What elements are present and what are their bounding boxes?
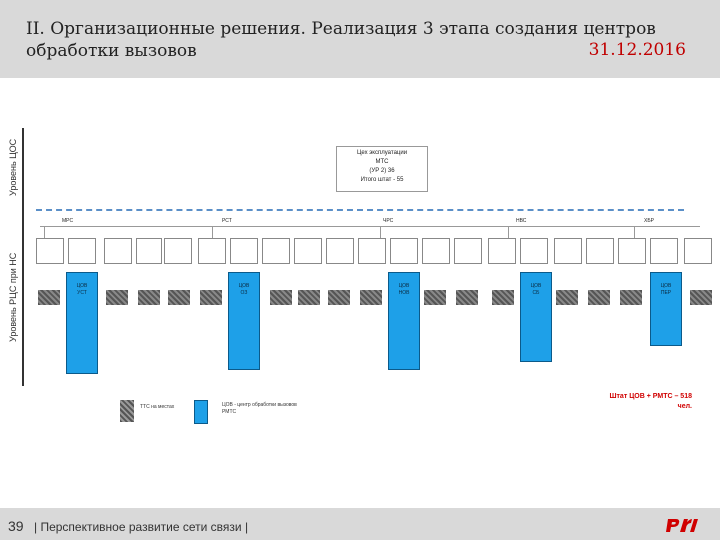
level-divider (36, 209, 684, 211)
cov-column: ЦОВ ОЗ (228, 272, 260, 370)
cov-sublabel: НОВ (398, 290, 410, 296)
unit-box (36, 238, 64, 264)
connector (634, 226, 635, 240)
unit-box (422, 238, 450, 264)
unit-box (618, 238, 646, 264)
region-label: ХБР (644, 218, 654, 224)
level-axis (22, 128, 24, 386)
tts-box (138, 290, 160, 305)
unit-box (390, 238, 418, 264)
unit-box (684, 238, 712, 264)
unit-box (650, 238, 678, 264)
cov-sublabel: СБ (532, 290, 540, 296)
center-line: (УР 2) 36 (369, 168, 395, 174)
tts-box (328, 290, 350, 305)
unit-box (198, 238, 226, 264)
tts-box (690, 290, 712, 305)
connector (212, 226, 213, 240)
unit-box (454, 238, 482, 264)
center-box: Цех эксплуатации МТС (УР 2) 36 Итого шта… (336, 146, 428, 192)
staff-note: Штат ЦОВ + РМТС – 518 чел. (609, 393, 692, 410)
cov-label: ЦОВ (398, 283, 410, 289)
cov-sublabel: УСТ (77, 290, 87, 296)
page-number: 39 (8, 518, 24, 534)
cov-label: ЦОВ (660, 283, 672, 289)
cov-column: ЦОВ ПЕР (650, 272, 682, 346)
connector (508, 226, 509, 240)
unit-box (520, 238, 548, 264)
page-title: II. Организационные решения. Реализация … (26, 19, 656, 61)
cov-column: ЦОВ УСТ (66, 272, 98, 374)
unit-box (358, 238, 386, 264)
tts-box (424, 290, 446, 305)
cov-sublabel: ПЕР (660, 290, 672, 296)
cov-label: ЦОВ (238, 283, 250, 289)
tts-box (168, 290, 190, 305)
tts-box (456, 290, 478, 305)
cov-column: ЦОВ СБ (520, 272, 552, 362)
region-label: МРС (62, 218, 74, 224)
connector (380, 226, 381, 240)
region-label: РСТ (222, 218, 232, 224)
unit-box (68, 238, 96, 264)
tts-box (38, 290, 60, 305)
unit-box (262, 238, 290, 264)
unit-box (164, 238, 192, 264)
footer-bar: 39 | Перспективное развитие сети связи | (0, 508, 720, 540)
tts-box (200, 290, 222, 305)
legend-grey-text: ТТС на местах (140, 404, 175, 410)
region-label: НВС (516, 218, 527, 224)
unit-box (488, 238, 516, 264)
footer-text: | Перспективное развитие сети связи | (34, 520, 249, 534)
tts-box (492, 290, 514, 305)
tts-box (556, 290, 578, 305)
legend-blue-swatch (194, 400, 208, 424)
connector (44, 226, 45, 240)
unit-box (230, 238, 258, 264)
center-line: Итого штат - 55 (360, 177, 404, 183)
header-bar: II. Организационные решения. Реализация … (0, 0, 720, 78)
cov-label: ЦОВ (530, 283, 542, 289)
legend-grey-swatch (120, 400, 134, 422)
unit-box (104, 238, 132, 264)
unit-box (136, 238, 162, 264)
tts-box (620, 290, 642, 305)
regions-line (40, 226, 700, 227)
region-label: ЧРС (383, 218, 394, 224)
level-lower-label: Уровень РЦС при НС (8, 252, 18, 342)
tts-box (360, 290, 382, 305)
rzd-logo-icon (666, 519, 698, 532)
cov-column: ЦОВ НОВ (388, 272, 420, 370)
tts-box (298, 290, 320, 305)
unit-box (554, 238, 582, 264)
unit-box (326, 238, 354, 264)
level-upper-label: Уровень ЦОС (8, 138, 18, 196)
center-line: МТС (375, 159, 389, 165)
cov-sublabel: ОЗ (240, 290, 248, 296)
tts-box (588, 290, 610, 305)
page-date: 31.12.2016 (588, 40, 686, 60)
legend-blue-text: ЦОВ - центр обработки вызовов РМТС (222, 402, 297, 415)
unit-box (294, 238, 322, 264)
tts-box (270, 290, 292, 305)
center-line: Цех эксплуатации (356, 150, 408, 156)
cov-label: ЦОВ (76, 283, 88, 289)
tts-box (106, 290, 128, 305)
unit-box (586, 238, 614, 264)
